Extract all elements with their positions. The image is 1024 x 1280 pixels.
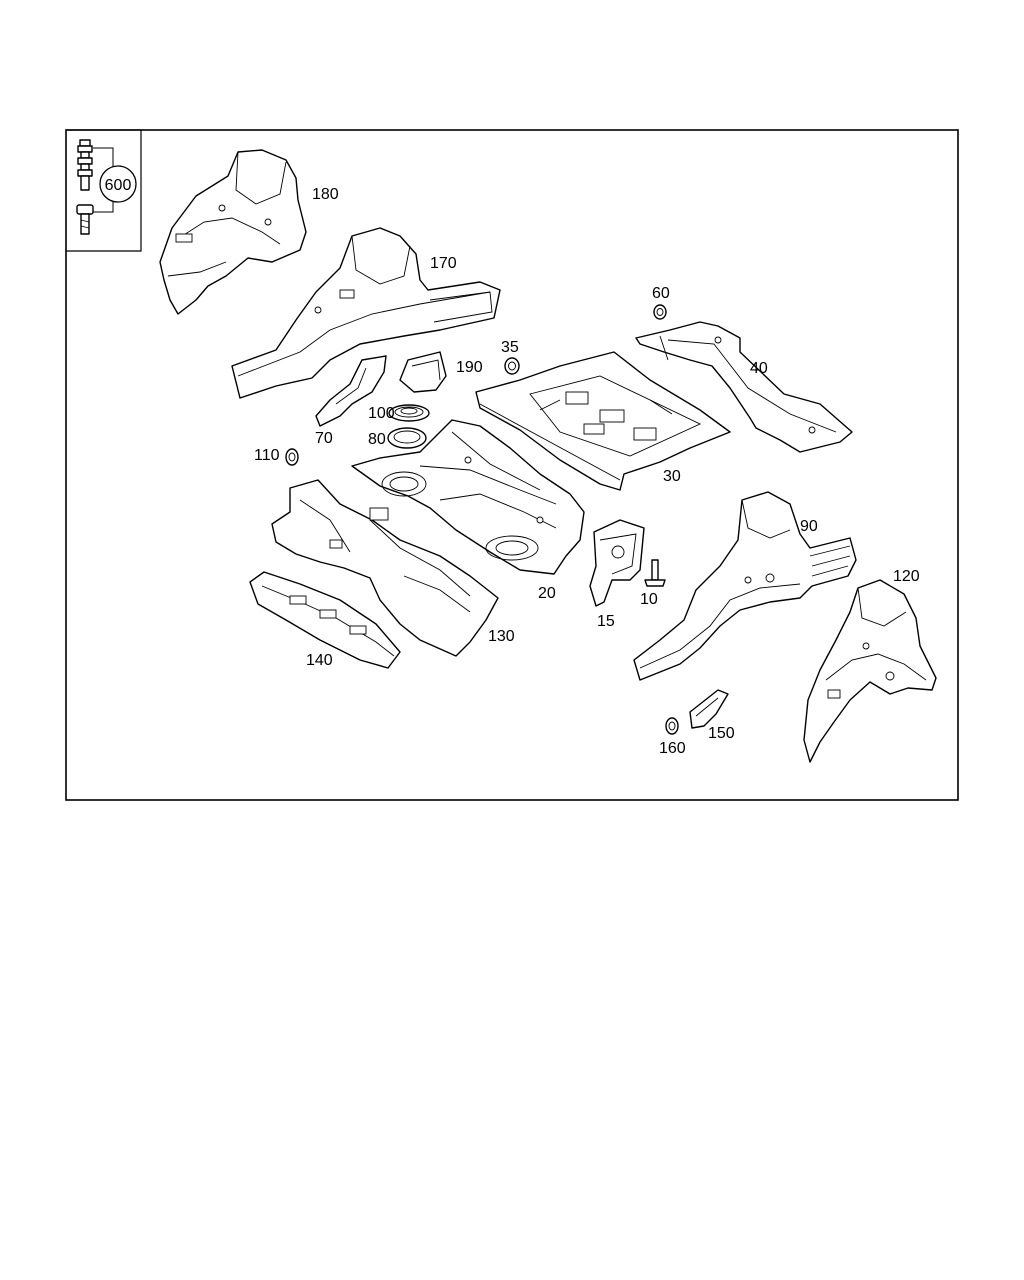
brace-100 bbox=[315, 355, 387, 427]
label-20: 20 bbox=[538, 585, 556, 602]
front-wheelhouse-right bbox=[803, 579, 937, 763]
rear-cross-member bbox=[635, 321, 853, 453]
cross-member-10 bbox=[249, 571, 401, 669]
legend-circle bbox=[99, 165, 137, 203]
plug-35 bbox=[504, 357, 520, 375]
diagram-frame bbox=[65, 129, 959, 801]
stud-120 bbox=[644, 559, 666, 587]
front-floor-panel bbox=[271, 479, 499, 657]
label-120: 10 bbox=[640, 591, 658, 608]
front-side-member-left bbox=[231, 227, 501, 399]
label-140: 120 bbox=[893, 568, 920, 585]
plug-60 bbox=[653, 304, 667, 320]
label-70: 100 bbox=[368, 405, 395, 422]
label-60: 60 bbox=[652, 285, 670, 302]
label-15: 130 bbox=[488, 628, 515, 645]
grommet-70 bbox=[388, 404, 430, 422]
bracket-190 bbox=[399, 351, 447, 393]
label-160: 160 bbox=[659, 740, 686, 757]
label-170: 170 bbox=[430, 255, 457, 272]
main-floor-panel bbox=[351, 419, 585, 575]
plug-160 bbox=[665, 717, 679, 735]
brace-150 bbox=[689, 689, 729, 729]
front-side-member-right bbox=[633, 491, 857, 681]
label-150: 150 bbox=[708, 725, 735, 742]
label-40: 40 bbox=[750, 360, 768, 377]
label-190: 190 bbox=[456, 359, 483, 376]
label-110: 110 bbox=[254, 447, 280, 464]
stud-icon bbox=[77, 139, 93, 191]
front-wheelhouse-left bbox=[159, 149, 307, 315]
bolt-icon bbox=[76, 204, 94, 235]
plug-110 bbox=[285, 448, 299, 466]
label-80: 80 bbox=[368, 431, 386, 448]
rear-floor-panel bbox=[475, 351, 731, 491]
legend-label: 600 bbox=[105, 177, 132, 194]
label-90: 15 bbox=[597, 613, 615, 630]
label-30: 30 bbox=[663, 468, 681, 485]
label-100: 70 bbox=[315, 430, 333, 447]
label-10: 140 bbox=[306, 652, 333, 669]
seal-ring-80 bbox=[387, 427, 427, 449]
legend-box: 600 bbox=[66, 129, 142, 252]
label-130: 90 bbox=[800, 518, 818, 535]
bracket-90 bbox=[589, 519, 645, 607]
label-35: 35 bbox=[501, 339, 519, 356]
label-180: 180 bbox=[312, 186, 339, 203]
